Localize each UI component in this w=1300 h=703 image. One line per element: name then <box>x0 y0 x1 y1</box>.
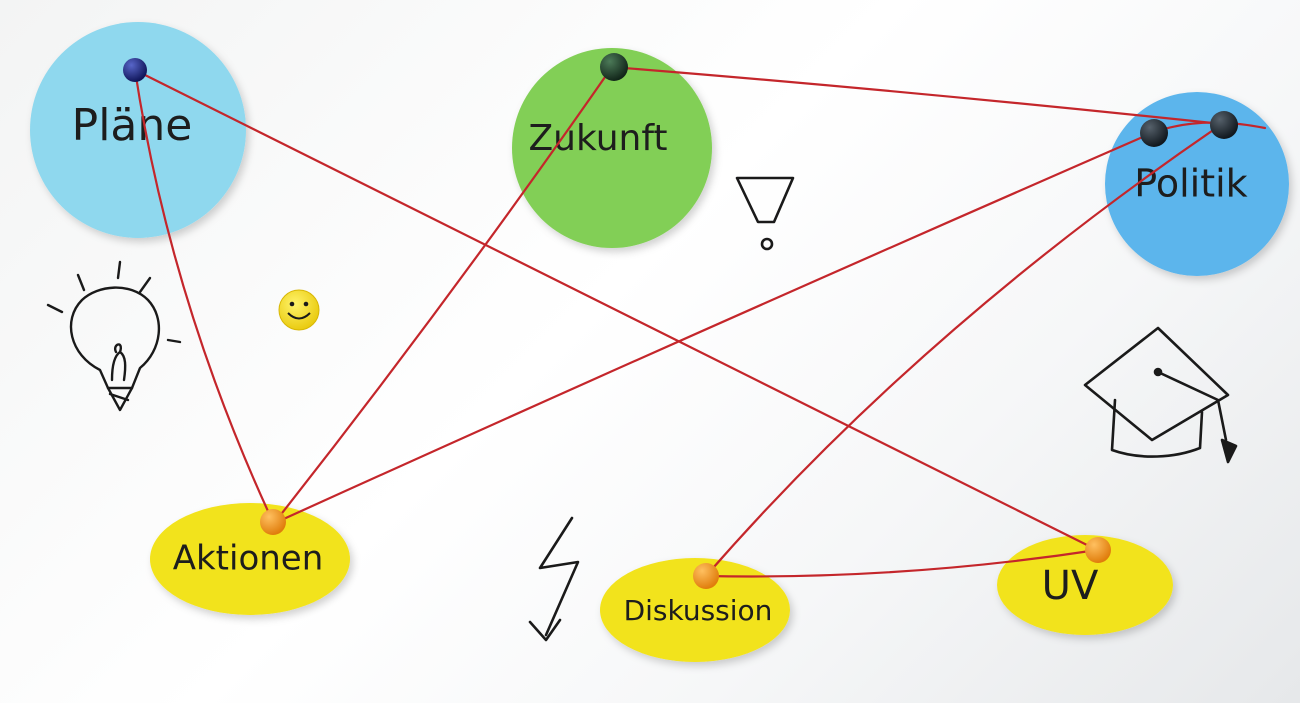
pin-politik-left <box>1140 119 1168 147</box>
pin-aktionen <box>260 509 286 535</box>
exclamation-icon <box>735 176 795 251</box>
card-plaene-shape <box>30 22 246 238</box>
string-zukunft-politik <box>610 65 1224 126</box>
card-politik-label: Politik <box>1134 162 1247 206</box>
string-politik-diskussion <box>704 122 1224 578</box>
smiley-icon <box>278 289 320 331</box>
card-plaene-label: Pläne <box>72 100 193 151</box>
lightning-icon <box>528 516 580 642</box>
string-zukunft-aktionen <box>273 65 614 524</box>
pin-uv <box>1085 537 1111 563</box>
card-diskussion-label: Diskussion <box>624 594 773 627</box>
card-diskussion[interactable] <box>600 558 790 662</box>
card-zukunft-shape <box>512 48 712 248</box>
card-diskussion-shape <box>600 558 790 662</box>
yarn-strings <box>133 65 1267 578</box>
string-plaene-uv <box>133 68 1099 552</box>
string-politik-aktionen <box>275 131 1154 524</box>
string-plaene-aktionen <box>133 68 275 524</box>
card-aktionen-shape <box>150 503 350 615</box>
card-aktionen[interactable] <box>150 503 350 615</box>
string-diskussion-uv <box>704 548 1099 578</box>
pin-diskussion <box>693 563 719 589</box>
card-uv-label: UV <box>1042 563 1099 609</box>
graduation-cap-icon <box>1083 326 1238 464</box>
card-aktionen-label: Aktionen <box>173 539 324 579</box>
card-uv[interactable] <box>997 535 1173 635</box>
lightbulb-icon <box>46 260 182 412</box>
card-uv-shape <box>997 535 1173 635</box>
card-plaene[interactable] <box>30 22 246 238</box>
card-zukunft-label: Zukunft <box>528 118 667 159</box>
pin-plaene <box>123 58 147 82</box>
pin-zukunft <box>600 53 628 81</box>
pin-politik-right <box>1210 111 1238 139</box>
card-zukunft[interactable] <box>512 48 712 248</box>
